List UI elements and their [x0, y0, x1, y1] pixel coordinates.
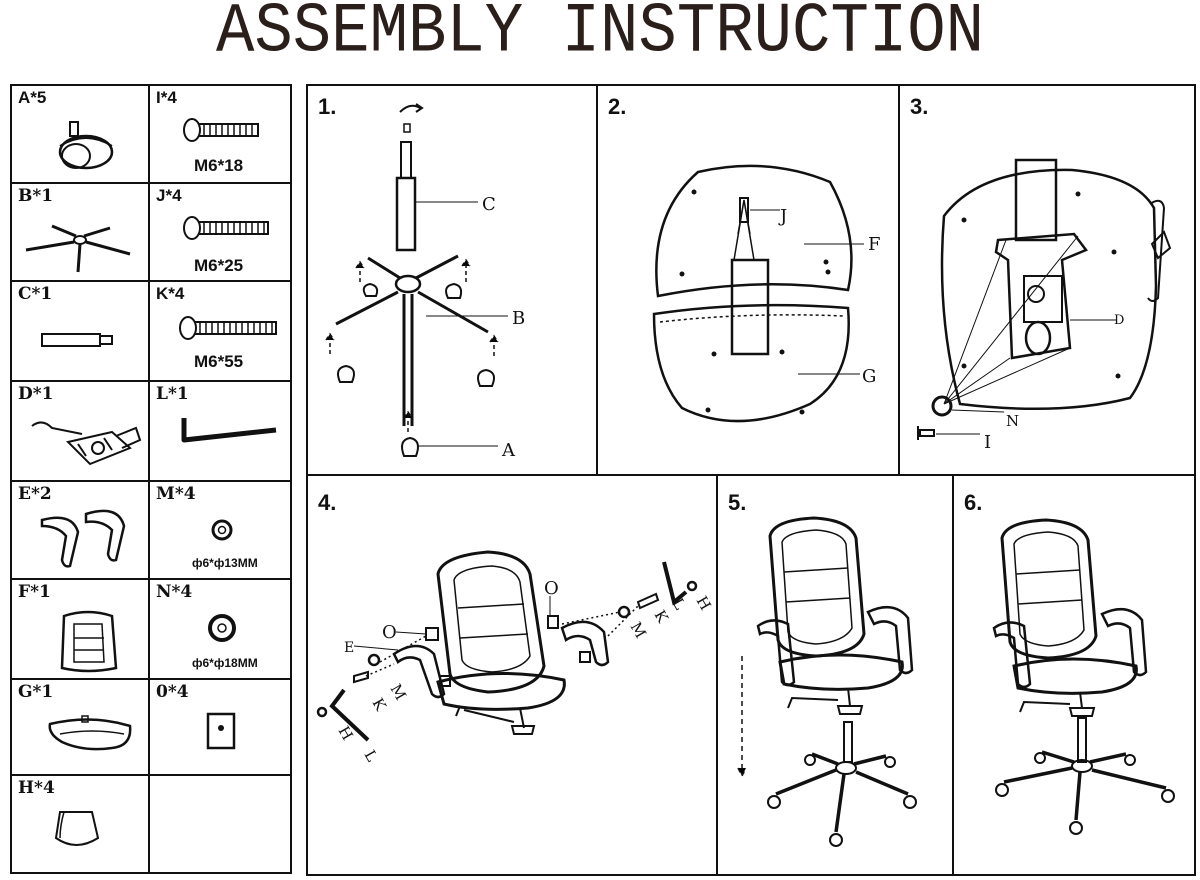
part-label-j: J*4	[156, 186, 182, 205]
step-4-label-e: E	[344, 640, 354, 656]
caster-wheel-icon	[58, 121, 114, 170]
page-title: ASSEMBLY INSTRUCTION	[215, 0, 985, 73]
step-2-number: 2.	[608, 94, 627, 119]
bolt-m6-55-icon	[179, 316, 277, 340]
step-4-label-m1: M	[387, 681, 410, 703]
step-2-label-g: G	[862, 366, 876, 387]
step-1: 1. C B A	[308, 86, 598, 476]
step-2-label-f: F	[868, 234, 881, 255]
part-cell-m: M*4 ф6*ф13MM	[150, 482, 292, 580]
step-3-diagram: D N I	[917, 158, 1172, 453]
part-label-e: E*2	[18, 484, 52, 504]
step-4-label-k2: K	[651, 607, 673, 626]
step-3-label-n: N	[1006, 412, 1019, 430]
tilt-mechanism-icon	[31, 421, 142, 466]
part-label-a: A*5	[18, 88, 47, 107]
star-base-icon	[25, 224, 131, 273]
part-label-b: B*1	[18, 186, 54, 206]
assembly-steps: 1. C B A 2.	[306, 84, 1196, 876]
part-label-i: I*4	[156, 88, 177, 107]
part-label-o: 0*4	[156, 682, 189, 702]
step-6: 6.	[954, 476, 1194, 874]
part-label-n: N*4	[156, 582, 193, 602]
step-4-label-k1: K	[369, 695, 391, 714]
bracket-plate-icon	[206, 712, 236, 750]
step-1-label-b: B	[512, 308, 525, 329]
step-6-number: 6.	[964, 490, 983, 515]
bolt-m6-25-icon	[183, 216, 269, 240]
part-cell-d: D*1	[12, 382, 150, 482]
part-cell-j: J*4 M6*25	[150, 184, 292, 282]
step-1-label-c: C	[482, 194, 496, 215]
part-label-d: D*1	[18, 384, 54, 404]
part-cell-empty	[150, 776, 292, 872]
washer-large-icon	[208, 614, 236, 642]
step-1-number: 1.	[318, 94, 337, 119]
part-cell-l: L*1	[150, 382, 292, 482]
part-cell-i: I*4 M6*18	[150, 86, 292, 184]
part-cell-g: G*1	[12, 680, 150, 776]
step-4-label-o1: O	[382, 622, 397, 643]
step-2-label-j: J	[778, 206, 787, 227]
step-1-diagram: C B A	[325, 103, 525, 461]
armrest-icon	[40, 509, 126, 568]
allen-key-icon	[181, 418, 277, 443]
step-2: 2. J F G	[598, 86, 900, 476]
cap-cover-icon	[54, 811, 100, 846]
parts-list: A*5 I*4 M6*18 B*1 J*4	[10, 84, 292, 874]
part-size-j: M6*25	[194, 256, 244, 275]
part-label-c: C*1	[18, 284, 53, 304]
step-4-number: 4.	[318, 490, 337, 515]
washer-small-icon	[211, 519, 233, 541]
step-4: 4. O O E M K H	[308, 476, 718, 874]
step-3: 3. D N I	[900, 86, 1194, 476]
step-6-diagram	[992, 518, 1175, 835]
step-3-label-d: D	[1114, 313, 1124, 328]
part-label-h: H*4	[18, 778, 55, 798]
step-5: 5.	[718, 476, 954, 874]
part-cell-b: B*1	[12, 184, 150, 282]
step-5-number: 5.	[728, 490, 747, 515]
part-cell-e: E*2	[12, 482, 150, 580]
bolt-m6-18-icon	[183, 118, 259, 142]
part-size-i: M6*18	[194, 156, 244, 175]
part-label-l: L*1	[156, 384, 189, 404]
part-cell-f: F*1	[12, 580, 150, 680]
step-3-label-i: I	[984, 432, 991, 453]
part-cell-h: H*4	[12, 776, 150, 872]
step-4-label-h2: H	[693, 593, 715, 613]
part-label-g: G*1	[18, 682, 54, 702]
step-4-label-o2: O	[544, 578, 559, 599]
seat-icon	[48, 715, 132, 751]
step-2-diagram: J F G	[652, 164, 881, 423]
part-label-k: K*4	[156, 284, 185, 303]
part-size-n: ф6*ф18MM	[192, 656, 258, 670]
step-4-label-m2: M	[627, 619, 650, 641]
step-4-label-l1: L	[361, 747, 382, 765]
part-cell-c: C*1	[12, 282, 150, 382]
step-5-diagram	[737, 516, 917, 847]
part-cell-n: N*4 ф6*ф18MM	[150, 580, 292, 680]
backrest-icon	[60, 610, 118, 673]
step-1-label-a: A	[501, 440, 516, 461]
part-cell-k: K*4 M6*55	[150, 282, 292, 382]
gas-cylinder-icon	[41, 333, 113, 347]
part-size-m: ф6*ф13MM	[192, 556, 258, 570]
part-label-m: M*4	[156, 484, 196, 504]
part-size-k: M6*55	[194, 352, 244, 371]
step-3-number: 3.	[910, 94, 929, 119]
part-cell-a: A*5	[12, 86, 150, 184]
part-cell-o: 0*4	[150, 680, 292, 776]
step-4-diagram: O O E M K H L M K L H	[316, 550, 715, 765]
part-label-f: F*1	[18, 582, 51, 602]
